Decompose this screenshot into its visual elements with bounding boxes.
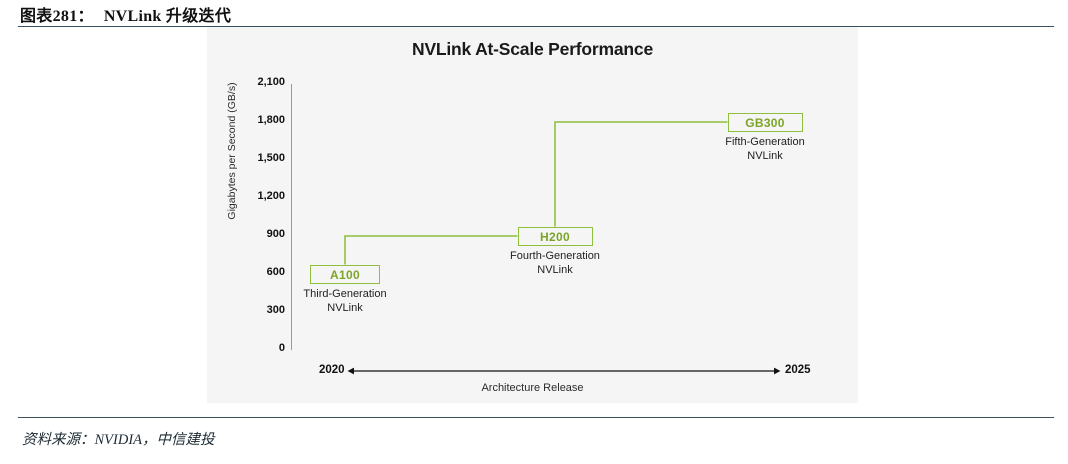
node-box-a100[interactable]: A100 xyxy=(310,264,380,284)
caption-line-1: Fifth-Generation xyxy=(725,136,805,148)
y-axis-line xyxy=(291,84,292,350)
caption-line-2: NVLink xyxy=(537,264,573,276)
y-tick-label: 0 xyxy=(278,342,285,354)
header-divider xyxy=(18,26,1054,27)
y-tick-label: 900 xyxy=(266,228,285,240)
node-box-h200[interactable]: H200 xyxy=(517,226,593,246)
y-tick-label: 300 xyxy=(266,304,285,316)
nvlink-step-polyline xyxy=(344,235,518,265)
y-tick-label: 1,800 xyxy=(257,114,285,126)
caption-line-2: NVLink xyxy=(327,302,363,314)
y-tick-label: 1,200 xyxy=(257,190,285,202)
node-box-gb300[interactable]: GB300 xyxy=(727,112,803,132)
step-line-series xyxy=(344,121,728,265)
y-axis-tick-labels: 0 300 600 900 1,200 1,500 1,800 2,100 xyxy=(207,27,285,403)
x-axis-start-year: 2020 xyxy=(319,364,345,376)
x-axis-arrow xyxy=(347,367,781,375)
y-tick-label: 2,100 xyxy=(257,76,285,88)
y-tick-label: 1,500 xyxy=(257,152,285,164)
chart-card: NVLink At-Scale Performance Gigabytes pe… xyxy=(207,27,858,403)
caption-line-1: Fourth-Generation xyxy=(510,250,600,262)
x-axis-title: Architecture Release xyxy=(481,382,584,394)
page-title: 图表281： NVLink 升级迭代 xyxy=(20,2,231,26)
x-axis-end-year: 2025 xyxy=(785,364,811,376)
y-tick-label: 600 xyxy=(266,266,285,278)
chart-title: NVLink At-Scale Performance xyxy=(412,39,653,59)
nvlink-step-polyline-2 xyxy=(554,121,728,227)
figure-title: NVLink 升级迭代 xyxy=(103,8,232,25)
source-note: 资料来源：NVIDIA，中信建投 xyxy=(22,432,215,448)
figure-label: 图表281： xyxy=(20,8,94,25)
footer-divider xyxy=(18,417,1054,418)
caption-line-1: Third-Generation xyxy=(303,288,387,300)
caption-line-2: NVLink xyxy=(747,150,783,162)
